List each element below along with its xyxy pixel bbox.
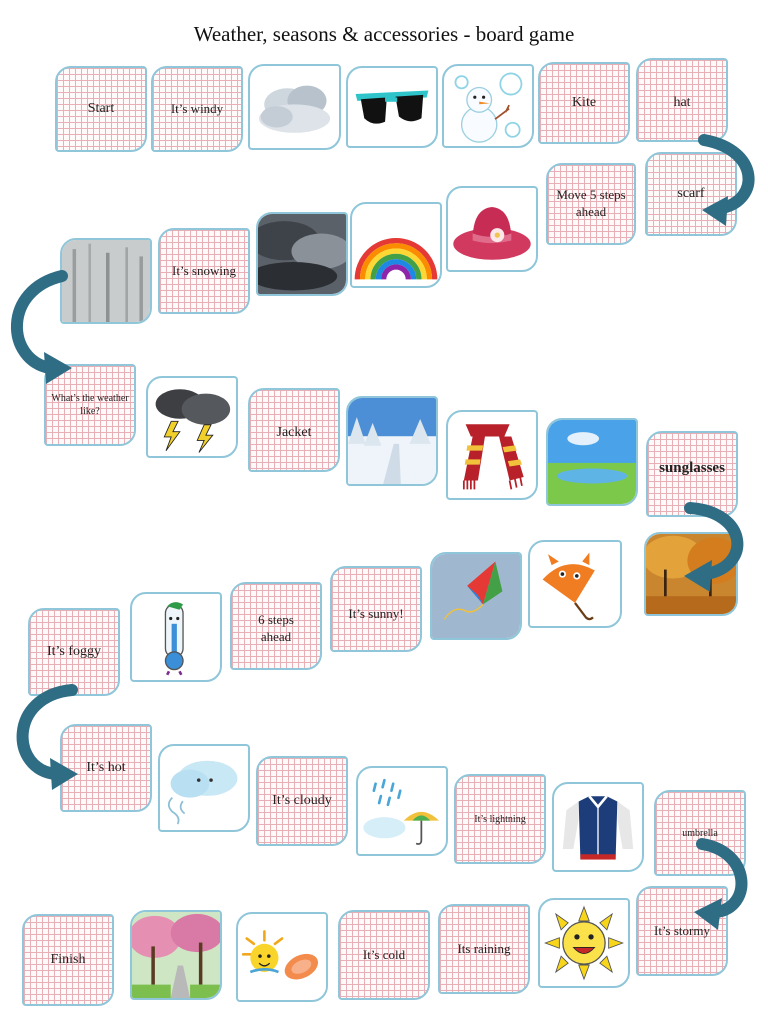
square-label: Move 5 steps ahead xyxy=(556,187,626,219)
square-cold-thermometer[interactable] xyxy=(130,592,222,682)
snowman-icon xyxy=(454,72,523,143)
square-lightning[interactable]: It’s lightning xyxy=(454,774,546,864)
square-label: It’s stormy xyxy=(654,922,710,938)
square-kite-picture[interactable] xyxy=(430,552,522,640)
square-label: It’s windy xyxy=(170,100,224,116)
square-kite[interactable]: Kite xyxy=(538,62,630,144)
square-label: It’s cold xyxy=(362,946,406,962)
board-title: Weather, seasons & accessories - board g… xyxy=(193,22,575,46)
varsity-jacket-icon xyxy=(562,795,634,860)
square-label: What’s the weather like? xyxy=(51,393,129,417)
square-varsity-jacket[interactable] xyxy=(552,782,644,872)
square-blossom-trees[interactable] xyxy=(130,910,222,1000)
square-label: Finish xyxy=(50,951,86,967)
square-scarf[interactable]: scarf xyxy=(645,152,737,236)
striped-scarf-icon xyxy=(462,424,524,490)
storm-clouds-photo xyxy=(258,214,346,294)
square-foggy-forest[interactable] xyxy=(60,238,152,324)
umbrella-cat-icon xyxy=(542,552,595,621)
square-sun-hat[interactable] xyxy=(446,186,538,272)
square-hot[interactable]: It’s hot xyxy=(60,724,152,812)
square-snowy-landscape[interactable] xyxy=(346,396,438,486)
square-thunderstorm[interactable] xyxy=(146,376,238,458)
square-move5[interactable]: Move 5 steps ahead xyxy=(546,163,636,245)
square-snowman[interactable] xyxy=(442,64,534,148)
rain-cloud-umbrella-icon xyxy=(363,778,439,845)
square-label: Start xyxy=(87,100,115,116)
square-label: It’s snowing xyxy=(172,262,236,278)
thunderstorm-icon xyxy=(155,389,231,453)
square-start[interactable]: Start xyxy=(55,66,147,152)
square-label: scarf xyxy=(677,185,705,201)
blossom-trees-photo xyxy=(132,912,220,998)
square-rainbow[interactable] xyxy=(350,202,442,288)
snowy-landscape-photo xyxy=(348,398,436,484)
square-cold[interactable]: It’s cold xyxy=(338,910,430,1000)
sun-and-sandal-icon xyxy=(241,930,319,980)
square-jacket[interactable]: Jacket xyxy=(248,388,340,472)
clouds-icon xyxy=(258,85,331,133)
cold-thermometer-icon xyxy=(164,602,184,676)
square-snowing[interactable]: It’s snowing xyxy=(158,228,250,314)
square-label: Jacket xyxy=(276,425,312,440)
foggy-forest-photo xyxy=(62,240,150,322)
square-rain-cloud[interactable] xyxy=(356,766,448,856)
square-foggy[interactable]: It’s foggy xyxy=(28,608,120,696)
windy-cloud-icon xyxy=(167,760,238,825)
square-windy-cloud[interactable] xyxy=(158,744,250,832)
square-label: Its raining xyxy=(457,940,511,956)
square-label: Kite xyxy=(571,94,597,110)
square-stormy[interactable]: It’s stormy xyxy=(636,886,728,976)
square-sun-sandal[interactable] xyxy=(236,912,328,1002)
square-smiling-sun[interactable] xyxy=(538,898,630,988)
smiling-sun-icon xyxy=(544,905,624,981)
square-raining[interactable]: Its raining xyxy=(438,904,530,994)
sunglasses-icon xyxy=(355,90,429,124)
square-sunny-lake[interactable] xyxy=(546,418,638,506)
square-cloudy[interactable]: It’s cloudy xyxy=(256,756,348,846)
square-finish[interactable]: Finish xyxy=(22,914,114,1006)
square-hat[interactable]: hat xyxy=(636,58,728,142)
kite-icon xyxy=(432,554,520,638)
square-label: hat xyxy=(673,95,691,110)
sun-hat-icon xyxy=(453,207,531,260)
square-six-steps[interactable]: 6 steps ahead xyxy=(230,582,322,670)
square-label: It’s cloudy xyxy=(272,792,332,808)
square-umbrella-cat[interactable] xyxy=(528,540,622,628)
square-label: It’s lightning xyxy=(474,813,526,825)
square-storm-clouds[interactable] xyxy=(256,212,348,296)
square-label: It’s sunny! xyxy=(348,606,404,621)
square-sunglasses[interactable] xyxy=(346,66,438,148)
square-autumn-park[interactable] xyxy=(644,532,738,616)
square-sunglasses-text[interactable]: sunglasses xyxy=(646,431,738,517)
square-umbrella[interactable]: umbrella xyxy=(654,790,746,876)
square-clouds[interactable] xyxy=(248,64,341,150)
square-label: It’s foggy xyxy=(46,643,102,659)
square-label: It’s hot xyxy=(86,759,126,775)
square-windy[interactable]: It’s windy xyxy=(151,66,243,152)
autumn-park-photo xyxy=(646,534,736,614)
square-sunny[interactable]: It’s sunny! xyxy=(330,566,422,652)
arrow-icon xyxy=(11,270,68,374)
square-scarf-picture[interactable] xyxy=(446,410,538,500)
sunny-lake-photo xyxy=(548,420,636,504)
square-label: umbrella xyxy=(682,827,718,839)
square-whats-weather[interactable]: What’s the weather like? xyxy=(44,364,136,446)
square-label: sunglasses xyxy=(659,460,725,476)
square-label: 6 steps ahead xyxy=(258,612,294,644)
rainbow-icon xyxy=(354,237,438,280)
